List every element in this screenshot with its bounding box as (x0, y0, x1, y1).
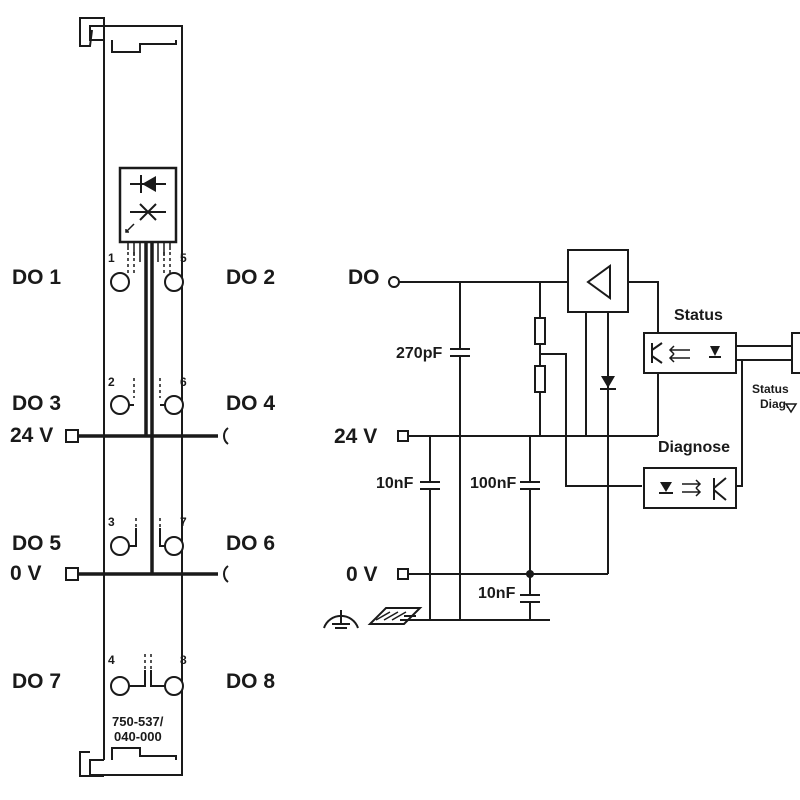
rail-0v (65, 565, 229, 583)
resistor-1 (534, 317, 546, 345)
diagnose-optocoupler (643, 467, 737, 509)
module-housing (79, 17, 183, 777)
driver-amplifier (567, 249, 629, 313)
label-100nf: 100nF (470, 475, 516, 492)
label-do8: DO 8 (226, 670, 275, 693)
rail-24v (65, 427, 229, 445)
label-do3: DO 3 (12, 392, 61, 415)
pin-number-label: 8 (180, 653, 187, 667)
pin-number-label: 5 (180, 251, 187, 265)
output-block (791, 332, 800, 374)
label-do7: DO 7 (12, 670, 61, 693)
contact-row-3: 3 7 (108, 515, 187, 556)
label-10nf-b: 10nF (478, 585, 516, 602)
label-do1: DO 1 (12, 266, 61, 289)
status-optocoupler (643, 332, 737, 374)
pin-number-label: 4 (108, 653, 115, 667)
part-number-line1: 750-537/ (112, 714, 164, 729)
label-24v: 24 V (334, 425, 377, 448)
label-do5: DO 5 (12, 532, 61, 555)
pin-number-label: 3 (108, 515, 115, 529)
pin-number-label: 1 (108, 251, 115, 265)
contact-row-2: 2 6 (108, 375, 187, 415)
label-0v: 0 V (346, 563, 378, 586)
label-do6: DO 6 (226, 532, 275, 555)
contact-ties (127, 252, 171, 672)
pin-number-label: 6 (180, 375, 187, 389)
diode-icon (601, 376, 615, 388)
label-do2: DO 2 (226, 266, 275, 289)
ground-icon (323, 610, 359, 629)
part-number-line2: 040-000 (114, 729, 162, 744)
label-0v-left: 0 V (10, 562, 42, 585)
label-do4: DO 4 (226, 392, 275, 415)
label-do: DO (348, 266, 380, 289)
contact-row-1: 1 5 (108, 251, 187, 292)
din-rail-icon (367, 607, 423, 625)
resistor-2 (534, 365, 546, 393)
label-270pf: 270pF (396, 345, 442, 362)
label-diagnose: Diagnose (658, 439, 730, 456)
io-module: 1 5 2 6 3 7 4 8 (10, 17, 275, 777)
amplifier-icon (586, 264, 611, 300)
terminal-24v (397, 430, 409, 442)
label-status-diag-2: Diag. (760, 397, 789, 411)
contact-row-4: 4 8 (108, 653, 187, 696)
label-status-diag-1: Status (752, 382, 789, 396)
label-10nf-a: 10nF (376, 475, 414, 492)
label-status: Status (674, 307, 723, 324)
circuit-schematic: DO 24 V 0 V 270pF 10nF 100nF 10nF Status… (323, 249, 800, 629)
terminal-0v (397, 568, 409, 580)
status-diag-icon (784, 403, 798, 414)
label-24v-left: 24 V (10, 424, 53, 447)
terminal-do (388, 276, 400, 288)
pin-number-label: 2 (108, 375, 115, 389)
pin-number-label: 7 (180, 515, 187, 529)
